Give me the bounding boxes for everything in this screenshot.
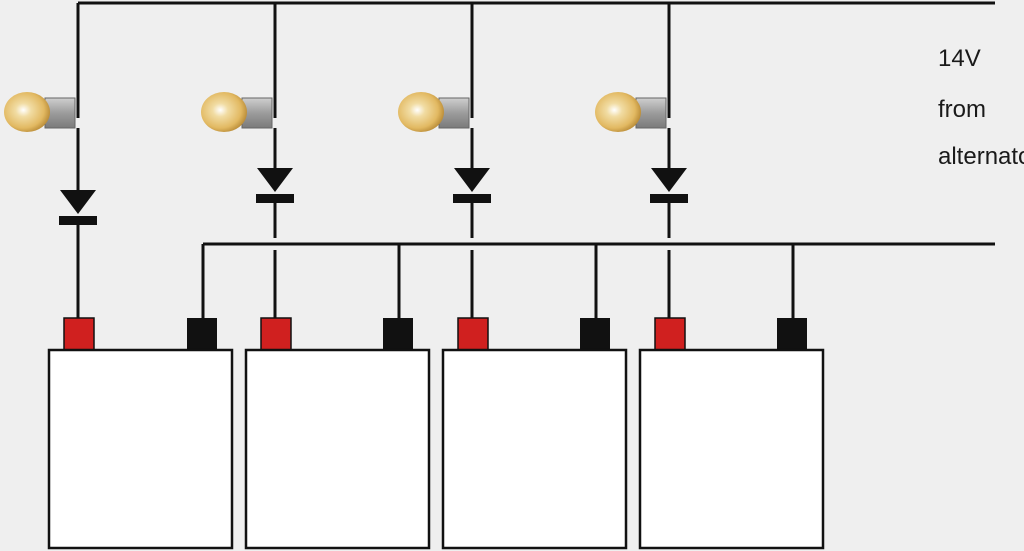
negative-terminal [187,318,217,350]
branch-3 [398,3,628,550]
battery [244,348,431,550]
battery [441,348,628,550]
bulb-icon [201,92,273,132]
diode-icon [453,168,491,203]
negative-terminal [777,318,807,350]
positive-terminal [63,317,95,351]
label-line-2: from [938,96,986,123]
battery [638,348,825,550]
positive-terminal [654,317,686,351]
negative-terminal [580,318,610,350]
bulb-icon [595,92,667,132]
alternator-label: 14V from alternator [938,45,1024,170]
negative-terminal [383,318,413,350]
diode-icon [59,190,97,225]
branch-4 [595,3,825,550]
diode-icon [256,168,294,203]
battery [47,348,234,550]
label-line-3: alternator [938,143,1024,170]
branch-1 [4,3,234,550]
bulb-icon [398,92,470,132]
diode-icon [650,168,688,203]
positive-terminal [260,317,292,351]
positive-terminal [457,317,489,351]
branch-2 [201,3,431,550]
label-line-1: 14V [938,45,981,72]
bulb-icon [4,92,76,132]
